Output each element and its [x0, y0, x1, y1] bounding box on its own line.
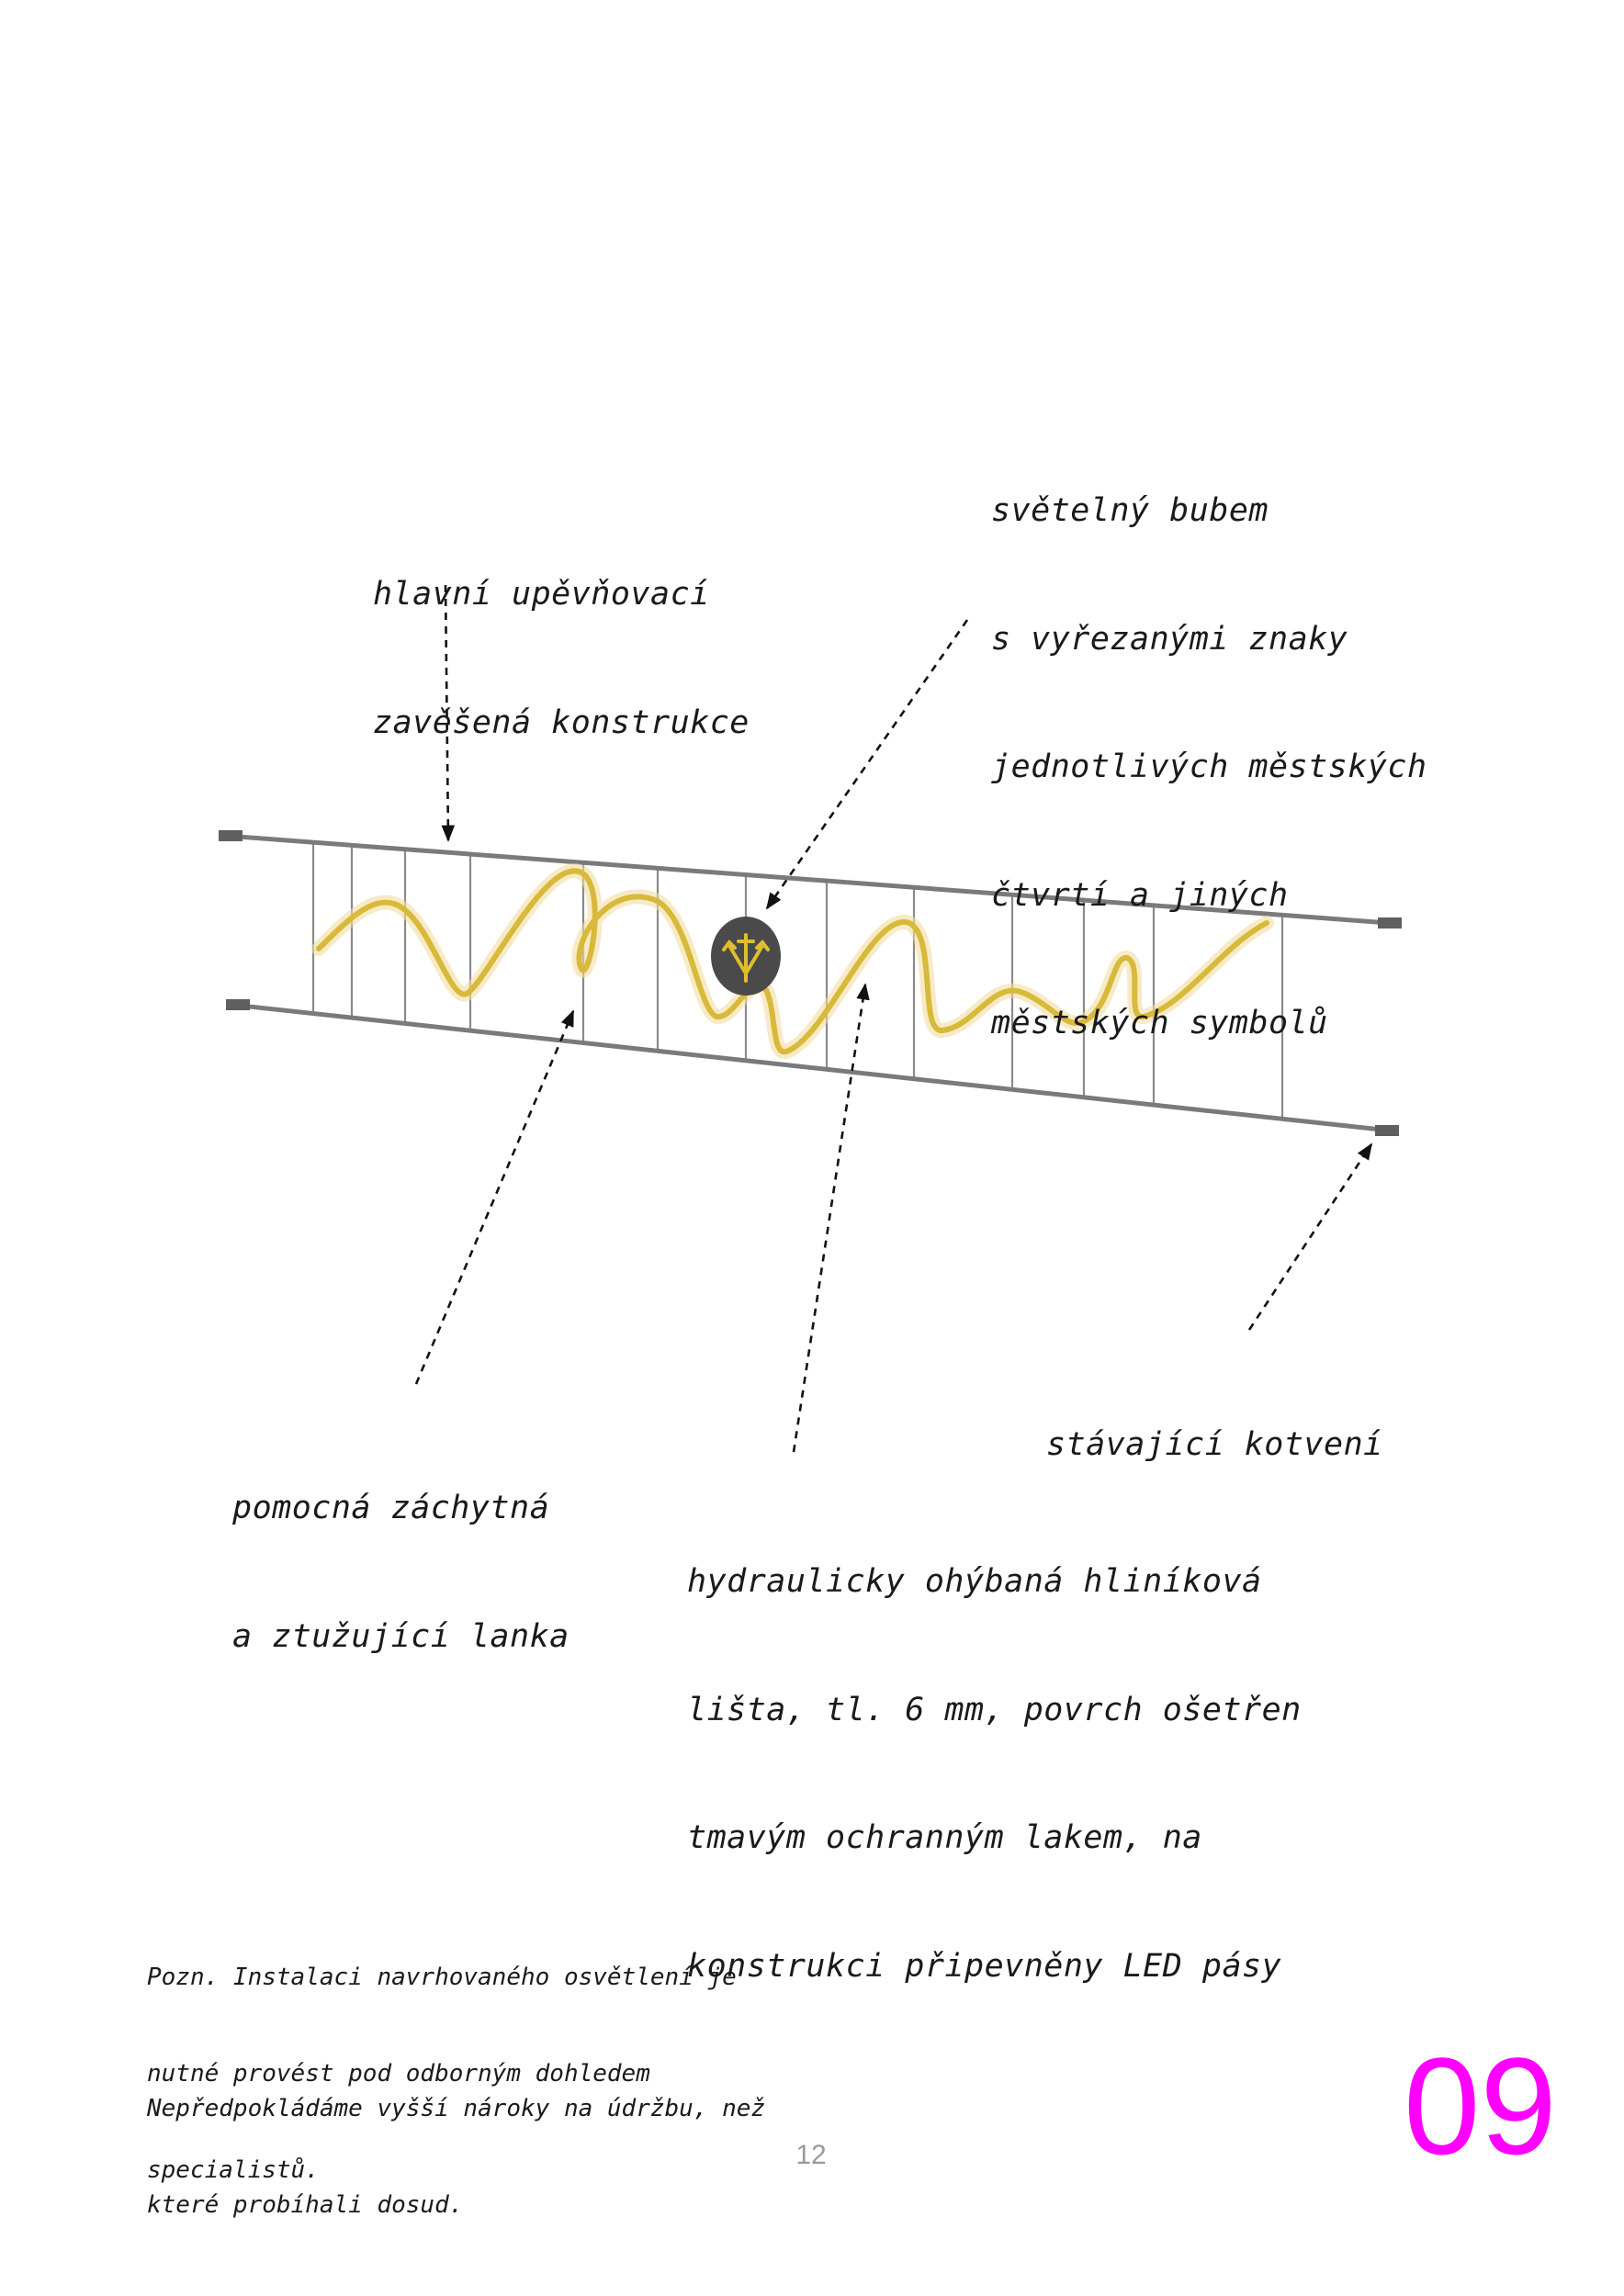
- led-strip: [316, 868, 1269, 1055]
- label-line: stávající kotvení: [1046, 1426, 1383, 1463]
- label-anchoring: stávající kotvení: [1046, 1338, 1383, 1509]
- note-line: Nepředpokládáme vyšší nároky na údržbu, …: [147, 2095, 766, 2122]
- label-support-cable: pomocná záchytná a ztužující lanka: [232, 1401, 570, 1701]
- note-line: nutné provést pod odborným dohledem: [147, 2060, 650, 2088]
- label-line: zavěšená konstrukce: [373, 703, 750, 741]
- leader-main-structure: [441, 584, 456, 842]
- note-maintenance: Nepředpokládáme vyšší nároky na údržbu, …: [147, 2029, 765, 2254]
- anchor-top-right: [1378, 917, 1402, 929]
- label-line: městských symbolů: [991, 1005, 1328, 1041]
- bottom-rail: [231, 1002, 1399, 1134]
- leader-anchoring: [1247, 1142, 1373, 1331]
- label-line: konstrukci připevněny LED pásy: [687, 1947, 1282, 1985]
- leader-light-drum: [765, 619, 969, 910]
- anchor-top-left: [219, 830, 242, 841]
- district-symbol-icon: [722, 933, 770, 983]
- page-number: 12: [795, 2140, 827, 2170]
- note-line: Pozn. Instalaci navrhovaného osvětlení j…: [147, 1964, 737, 1991]
- note-line: které probíhali dosud.: [147, 2191, 464, 2219]
- leader-lines: [414, 584, 1373, 1453]
- label-light-drum: světelný bubem s vyřezanými znaky jednot…: [991, 404, 1427, 1087]
- label-line: světelný bubem: [991, 492, 1269, 529]
- anchor-bottom-right: [1375, 1125, 1399, 1136]
- note-installation: Pozn. Instalaci navrhovaného osvětlení j…: [147, 1897, 737, 2219]
- label-line: a ztužující lanka: [232, 1617, 570, 1655]
- label-line: s vyřezanými znaky: [991, 620, 1348, 658]
- label-line: hlavní upěvňovací: [373, 576, 710, 613]
- label-line: pomocná záchytná: [232, 1490, 550, 1526]
- label-line: jednotlivých městských: [991, 748, 1427, 785]
- chapter-number: 09: [1404, 2029, 1557, 2183]
- leader-aluminium-strip: [792, 983, 870, 1453]
- top-rail: [224, 833, 1402, 927]
- anchor-bottom-left: [226, 999, 250, 1010]
- label-aluminium-strip: hydraulicky ohýbaná hliníková lišta, tl.…: [687, 1475, 1302, 2031]
- label-main-structure: hlavní upěvňovací zavěšená konstrukce: [373, 488, 750, 787]
- note-line: specialistů.: [147, 2156, 320, 2184]
- label-line: čtvrtí a jiných: [991, 876, 1289, 914]
- leader-support-cable: [414, 1009, 575, 1385]
- label-line: tmavým ochranným lakem, na: [687, 1819, 1202, 1856]
- label-line: lišta, tl. 6 mm, povrch ošetřen: [687, 1691, 1302, 1728]
- label-line: hydraulicky ohýbaná hliníková: [687, 1563, 1262, 1600]
